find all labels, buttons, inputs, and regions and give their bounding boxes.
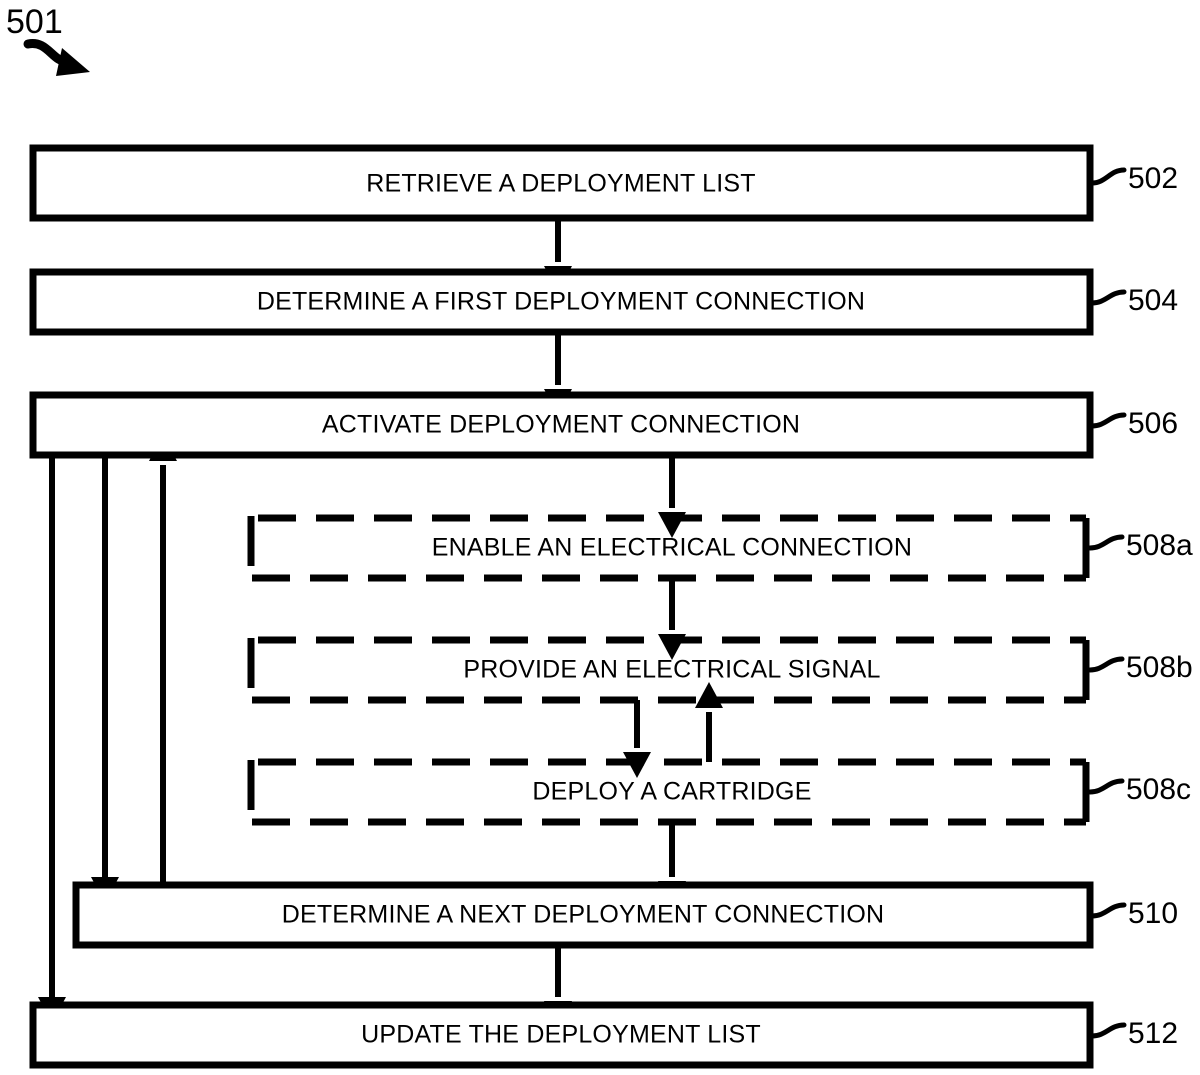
step-box-502[interactable]: RETRIEVE A DEPLOYMENT LIST: [29, 144, 1094, 222]
step-box-508c[interactable]: DEPLOY A CARTRIDGE: [247, 758, 1090, 826]
ref-leader-502: [1089, 167, 1127, 186]
step-box-502-rect: [29, 144, 1094, 222]
ref-label-508c-group: 508c: [1087, 773, 1191, 806]
ref-label-502-group: 502: [1089, 162, 1178, 195]
figure-number-group: 501: [6, 3, 90, 76]
step-box-512-label: UPDATE THE DEPLOYMENT LIST: [361, 1021, 761, 1049]
ref-label-512-group: 512: [1089, 1017, 1178, 1050]
ref-number-508b: 508b: [1126, 651, 1193, 684]
step-box-512[interactable]: UPDATE THE DEPLOYMENT LIST: [29, 1001, 1094, 1069]
step-box-504-rect: [29, 268, 1094, 336]
step-box-504[interactable]: DETERMINE A FIRST DEPLOYMENT CONNECTION: [29, 268, 1094, 336]
ref-number-510: 510: [1128, 897, 1178, 930]
ref-leader-504: [1089, 289, 1127, 306]
step-box-502-label: RETRIEVE A DEPLOYMENT LIST: [366, 170, 756, 198]
step-box-508c-label: DEPLOY A CARTRIDGE: [532, 778, 811, 806]
step-box-508a[interactable]: ENABLE AN ELECTRICAL CONNECTION: [247, 514, 1090, 582]
ref-leader-510: [1089, 902, 1127, 919]
ref-label-508b-group: 508b: [1087, 651, 1193, 684]
arrowhead-508c-to-508b: [695, 682, 723, 708]
step-box-508b-label: PROVIDE AN ELECTRICAL SIGNAL: [463, 656, 880, 684]
step-box-508b[interactable]: PROVIDE AN ELECTRICAL SIGNAL: [247, 636, 1090, 704]
ref-label-506-group: 506: [1089, 407, 1178, 440]
ref-leader-508a: [1087, 534, 1125, 551]
ref-number-512: 512: [1128, 1017, 1178, 1050]
step-box-512-rect: [29, 1001, 1094, 1069]
step-box-506-label: ACTIVATE DEPLOYMENT CONNECTION: [322, 411, 800, 439]
ref-leader-506: [1089, 412, 1127, 429]
ref-label-504-group: 504: [1089, 284, 1178, 317]
ref-leader-508c: [1087, 778, 1125, 795]
ref-number-504: 504: [1128, 284, 1178, 317]
ref-number-502: 502: [1128, 162, 1178, 195]
step-box-510[interactable]: DETERMINE A NEXT DEPLOYMENT CONNECTION: [72, 881, 1094, 949]
figure-number: 501: [6, 3, 63, 41]
ref-leader-512: [1089, 1022, 1127, 1039]
step-box-510-label: DETERMINE A NEXT DEPLOYMENT CONNECTION: [282, 901, 885, 929]
ref-number-508c: 508c: [1126, 773, 1191, 806]
flow-connectors: [38, 218, 723, 1027]
step-box-506[interactable]: ACTIVATE DEPLOYMENT CONNECTION: [29, 391, 1094, 459]
step-box-504-label: DETERMINE A FIRST DEPLOYMENT CONNECTION: [257, 288, 865, 316]
figure-leader-arrowhead: [56, 48, 90, 76]
ref-label-510-group: 510: [1089, 897, 1178, 930]
ref-leader-508b: [1087, 656, 1125, 673]
ref-label-508a-group: 508a: [1087, 529, 1193, 562]
ref-number-506: 506: [1128, 407, 1178, 440]
ref-number-508a: 508a: [1126, 529, 1193, 562]
step-box-508a-label: ENABLE AN ELECTRICAL CONNECTION: [432, 534, 912, 562]
